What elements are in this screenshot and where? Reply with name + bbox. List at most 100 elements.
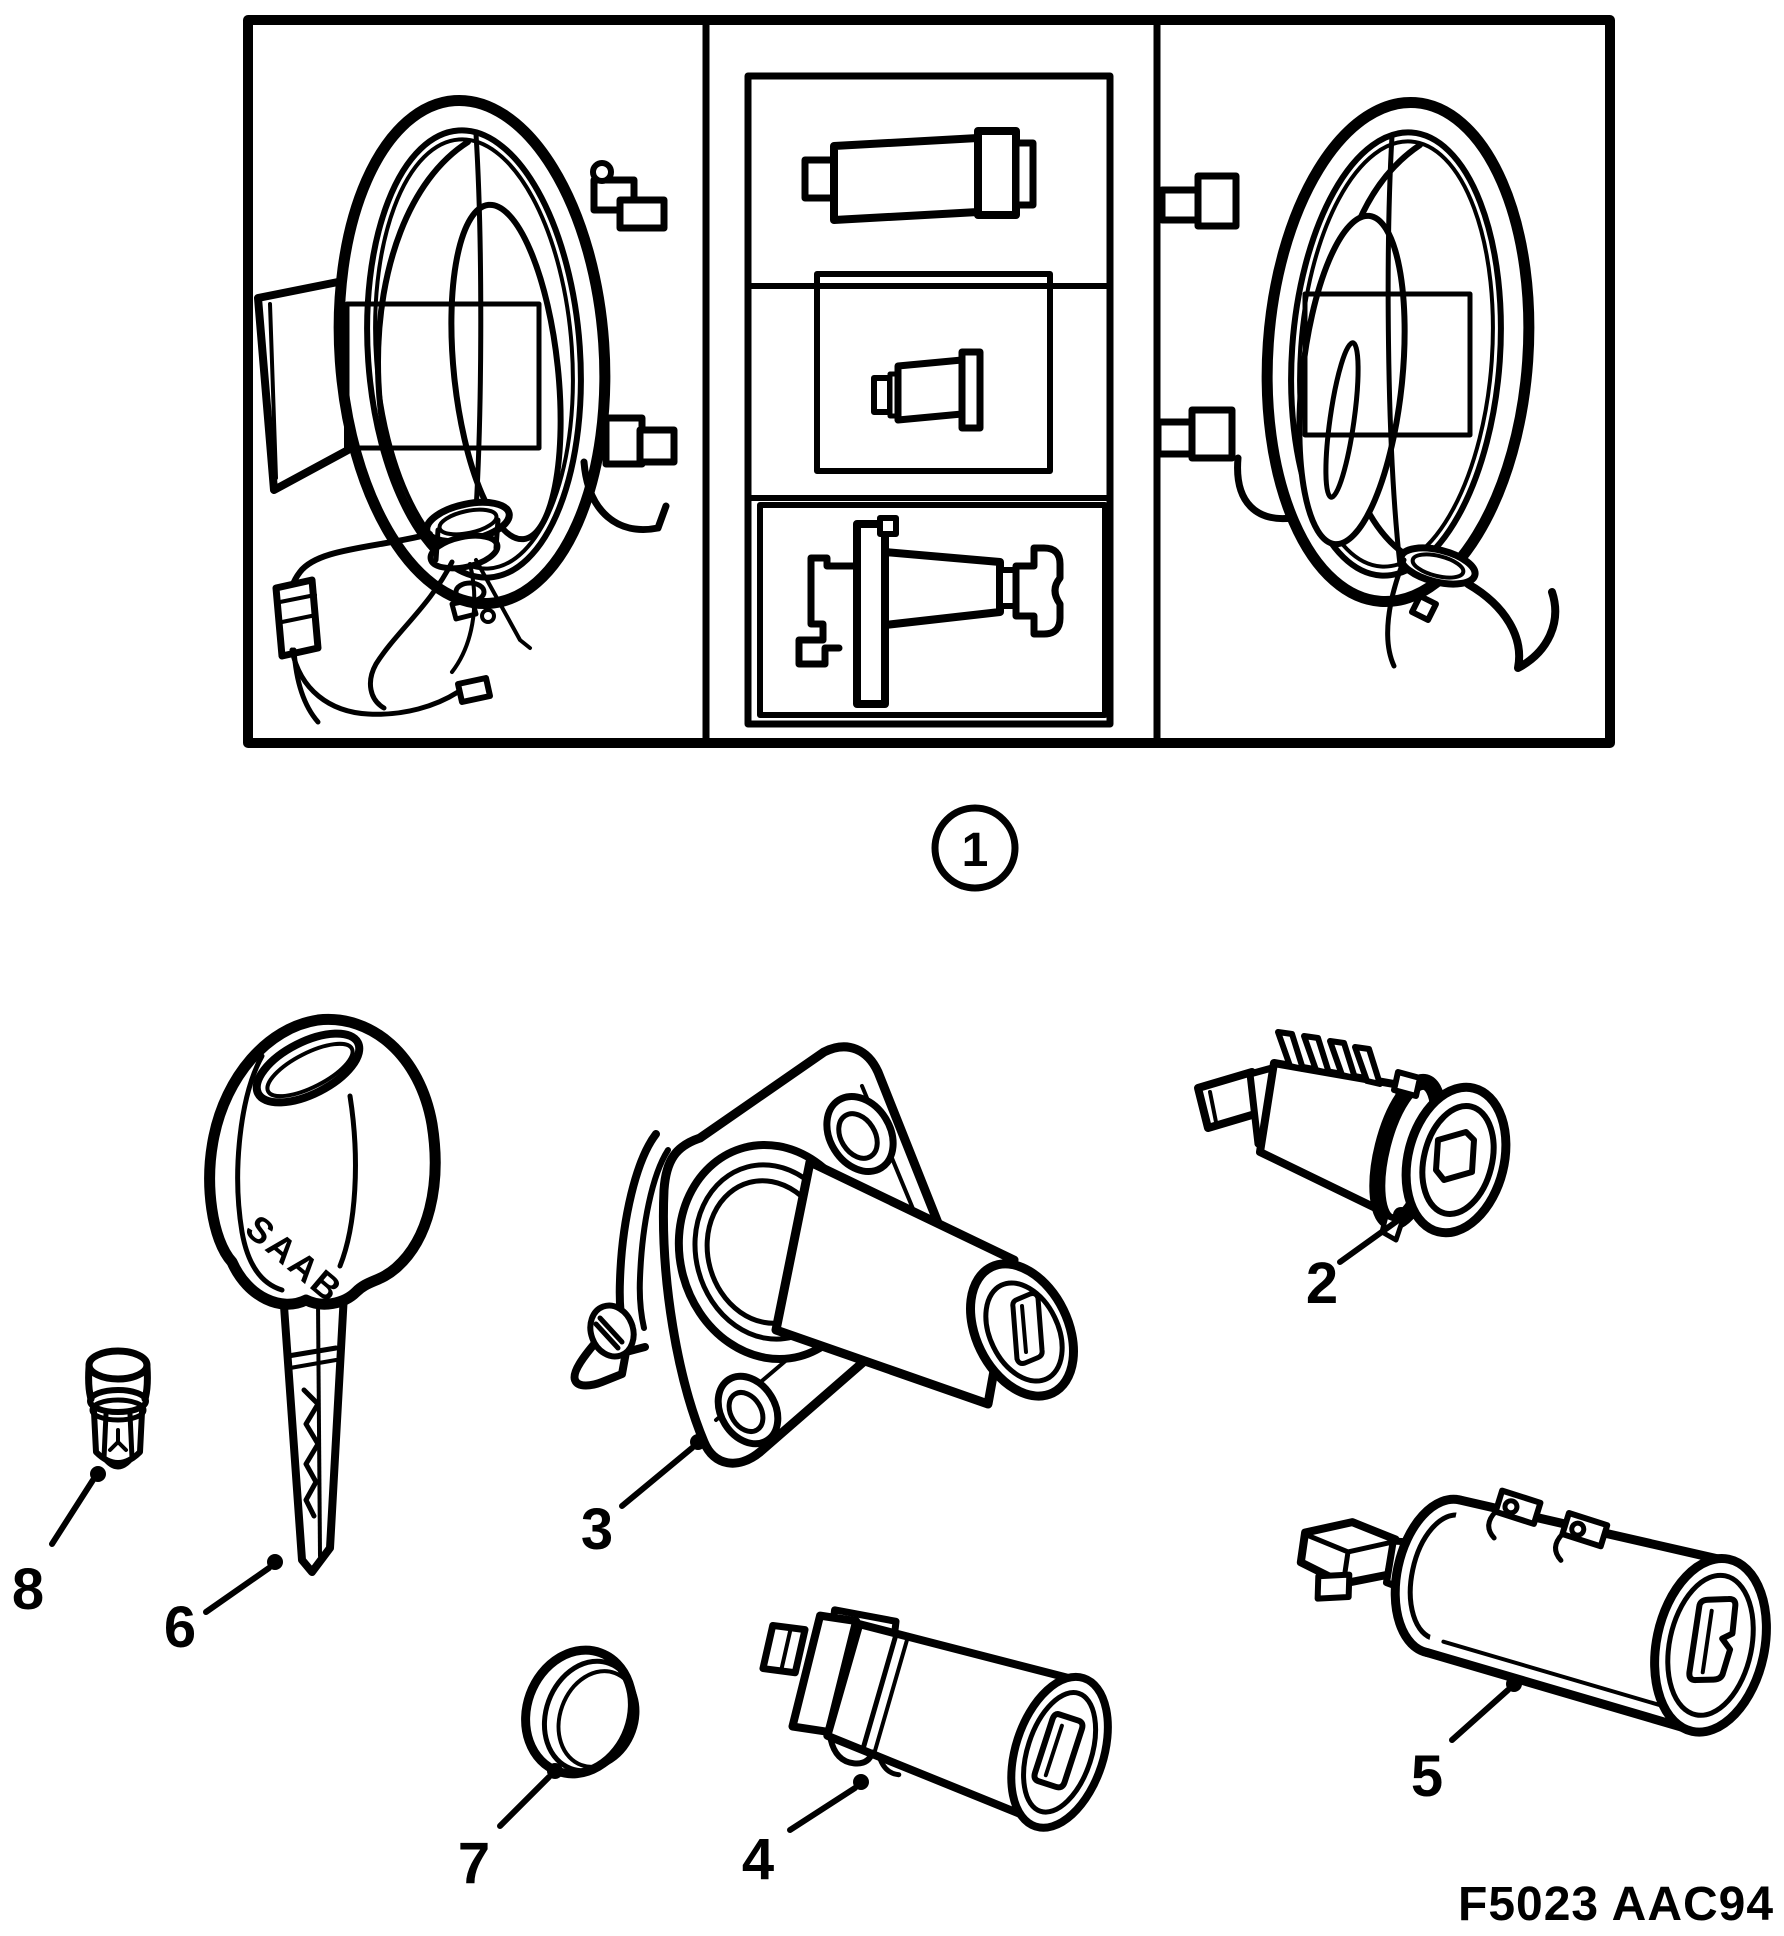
connector-notch (1314, 1571, 1353, 1602)
latch-detail (1409, 593, 1439, 623)
keyhole-slot (1686, 1596, 1739, 1684)
screw-detail (449, 597, 479, 622)
face-rim (1021, 1690, 1099, 1815)
part-8-bulb (85, 1347, 151, 1470)
leader-line (1449, 1687, 1511, 1743)
wire-detail (1385, 557, 1407, 669)
lower-bracket-arc (1234, 454, 1296, 523)
mount-window (344, 301, 542, 451)
tray-inner-box-mid (814, 271, 1053, 474)
tumbler-wafer (1301, 1033, 1332, 1076)
bracket-hook (570, 1330, 649, 1390)
kit-panel-border (243, 15, 1615, 748)
ignition-grip (1012, 544, 1064, 638)
keyhole-line (1700, 1608, 1714, 1675)
bulb-filament (108, 1428, 128, 1452)
leader-line (203, 1565, 272, 1615)
part-6-key: SAAB (204, 1013, 441, 1576)
cylinder-end (1012, 139, 1037, 209)
callout-5: 5 (1411, 1676, 1522, 1809)
blade-ridge (316, 1300, 322, 1558)
screw-detail (480, 608, 496, 624)
keyhole-line (1043, 1723, 1064, 1778)
upper-tab-step2 (616, 196, 668, 232)
flange-hole-top-inner (836, 1111, 880, 1161)
wire-harness-2 (289, 647, 461, 717)
bezel-rim-inner-ellipse (1297, 139, 1495, 569)
callout-4: 4 (742, 1774, 869, 1892)
figure-code: F5023 AAC94 (1458, 1878, 1774, 1931)
callout-4-number: 4 (742, 1827, 774, 1892)
cap-rim (541, 1658, 639, 1774)
lower-bracket-arc (580, 458, 670, 533)
blade-shoulder (288, 1358, 338, 1370)
callout-7: 7 (458, 1763, 563, 1896)
clip-hole (1502, 1498, 1520, 1516)
callout-8: 8 (12, 1466, 106, 1622)
screw-slot (593, 1321, 621, 1351)
callout-2: 2 (1306, 1207, 1409, 1316)
bezel-rim-ellipse (364, 127, 584, 581)
tray-cylinder-top (801, 127, 1037, 224)
blade-cut-profile (301, 1387, 321, 1519)
callout-2-number: 2 (1306, 1251, 1338, 1316)
lower-tab-step1 (1188, 406, 1236, 462)
body-bottom-edge (1422, 1647, 1686, 1732)
part-7-cap (521, 1645, 640, 1779)
callout-5-number: 5 (1411, 1744, 1443, 1809)
keyhole-line (1020, 1304, 1028, 1354)
lower-tab-step2 (636, 426, 678, 466)
ring-tab-top (1391, 1069, 1423, 1099)
cylinder-body (894, 356, 966, 424)
wire-harness-3 (367, 559, 455, 711)
bulb-body (91, 1409, 145, 1466)
ignition-plate (853, 520, 889, 708)
link-rod (474, 558, 532, 650)
tray-border (744, 72, 1114, 728)
clip-bend (1486, 1509, 1499, 1541)
part-2-lock-cylinder (1194, 1029, 1511, 1243)
mount-window (1302, 291, 1473, 438)
clip-bend (1552, 1531, 1565, 1563)
bulb-glass (101, 1411, 135, 1470)
flap-inner-line (268, 302, 278, 480)
callout-7-number: 7 (458, 1831, 490, 1896)
leader-line (497, 1774, 552, 1829)
cylinder-stub (801, 156, 838, 202)
bezel-rim-ellipse (1288, 129, 1504, 579)
cylinder-side-line (433, 527, 441, 563)
belly-notch (827, 1735, 876, 1767)
clip-hole (1569, 1520, 1587, 1538)
callout-1: 1 (931, 804, 1019, 892)
ignition-body (881, 548, 1004, 629)
leader-line (619, 1445, 695, 1509)
tumbler-wafer (1275, 1029, 1306, 1072)
head-mold-line (337, 1093, 358, 1269)
collar-line (872, 1632, 911, 1755)
upper-tab-step2 (1158, 186, 1202, 224)
head-mold-line (235, 1053, 285, 1293)
cylinder-tray (744, 72, 1114, 728)
barrel-face-rim (983, 1280, 1065, 1384)
keyring-hole (252, 1029, 364, 1107)
tray-cylinder-small (871, 348, 984, 432)
door-lock-assembly-right (1154, 96, 1560, 672)
lock-barrel (771, 1157, 1019, 1409)
upper-tab-pin (590, 160, 614, 184)
keyring-hole-inner (265, 1041, 355, 1099)
ignition-plate-tab (877, 515, 899, 537)
bulb-collar (87, 1387, 149, 1415)
cylinder-flange (958, 348, 984, 432)
cylinder-ring-inner (1410, 552, 1466, 580)
callout-6-number: 6 (164, 1595, 196, 1660)
callout-8-number: 8 (12, 1557, 44, 1622)
keyhole-slot (1433, 1129, 1477, 1183)
upper-tab-step1 (1194, 172, 1240, 230)
callout-3: 3 (581, 1434, 706, 1562)
ignition-bracket (795, 554, 861, 668)
keyhole-slot (1010, 1291, 1045, 1366)
belly-notch (876, 1754, 902, 1778)
blade-shoulder (285, 1345, 339, 1359)
